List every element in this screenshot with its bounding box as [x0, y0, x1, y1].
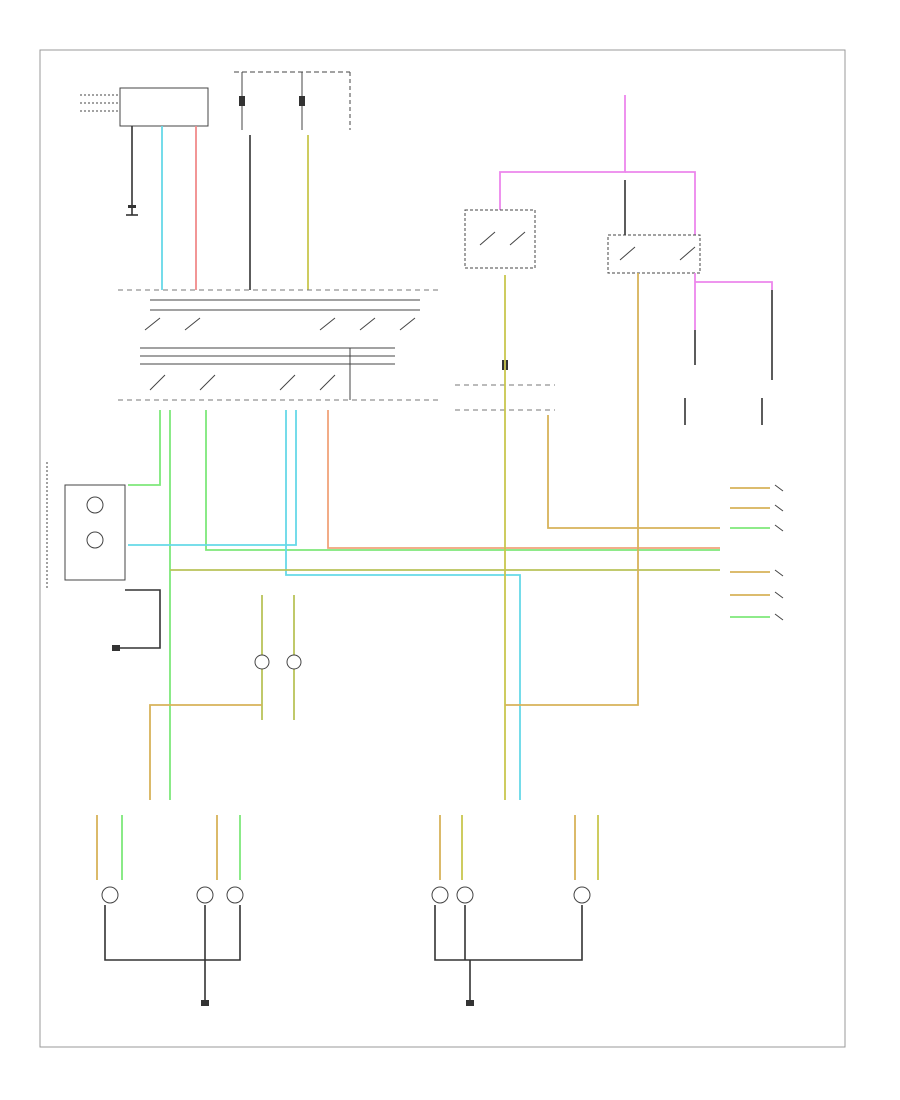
wire-tan-relay — [505, 273, 639, 706]
instrument-module — [46, 462, 126, 590]
wire-pink-branch — [695, 281, 773, 290]
side-lamps — [254, 595, 302, 720]
fuse-block-top — [234, 71, 351, 130]
wire-black-instrument — [120, 589, 161, 649]
wire-pink-right — [625, 171, 696, 240]
headlamp-switch — [118, 289, 440, 401]
diagram-frame — [39, 49, 846, 1048]
wire-tan-left — [149, 704, 262, 800]
relay-left — [464, 209, 536, 269]
lamp-group-right — [431, 815, 599, 1006]
top-left-module — [80, 87, 209, 127]
wire-lgrn-c — [205, 410, 720, 551]
relay-right — [607, 234, 701, 274]
lamp-group-left — [96, 815, 244, 1006]
wire-lgrn-a — [128, 410, 161, 486]
wire-cyan-a — [285, 410, 521, 800]
wire-pink-top — [499, 95, 626, 210]
wire-orange — [327, 410, 720, 549]
wire-tan-right — [547, 415, 720, 529]
wire-cyan-b — [128, 410, 297, 546]
connector-pins-right — [730, 484, 784, 621]
